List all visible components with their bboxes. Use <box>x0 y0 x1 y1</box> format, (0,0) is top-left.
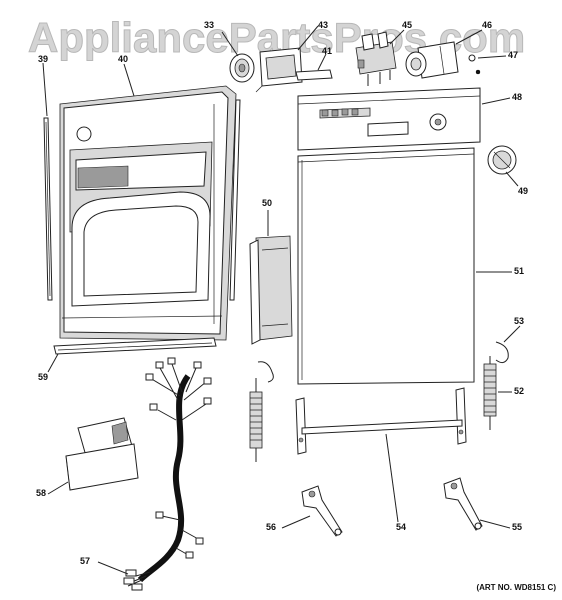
callout-47: 47 <box>508 50 519 60</box>
callout-59: 59 <box>38 372 49 382</box>
leader-49 <box>505 171 519 187</box>
part-54-hinge-bar[interactable] <box>295 387 467 455</box>
part-40-side-strip-right[interactable] <box>229 99 241 301</box>
callout-41: 41 <box>322 46 333 56</box>
callout-56: 56 <box>266 522 277 532</box>
leader-57 <box>97 561 129 575</box>
callout-53: 53 <box>514 316 525 326</box>
callout-57: 57 <box>80 556 91 566</box>
part-50-insulation-block[interactable] <box>249 235 293 345</box>
callout-43: 43 <box>318 20 329 30</box>
callout-46: 46 <box>482 20 493 30</box>
part-52-door-spring-left[interactable] <box>249 378 263 462</box>
part-55-hinge-right[interactable] <box>443 477 483 531</box>
callout-48: 48 <box>512 92 523 102</box>
part-40-inner-door-panel[interactable] <box>59 85 237 341</box>
part-56-hinge-left[interactable] <box>301 485 343 537</box>
callout-54: 54 <box>396 522 407 532</box>
art-number: (ART NO. WD8151 C) <box>476 583 556 592</box>
leader-40 <box>123 63 135 97</box>
part-53-hook[interactable] <box>495 341 509 364</box>
part-46-timer[interactable] <box>405 41 459 79</box>
part-48-control-panel[interactable] <box>297 87 481 151</box>
leader-41 <box>317 53 327 71</box>
part-43-switch-bracket[interactable] <box>255 47 303 93</box>
leader-53 <box>503 325 521 343</box>
part-57-wire-harness[interactable] <box>123 357 212 591</box>
part-51-outer-door-panel[interactable] <box>297 147 475 385</box>
part-hook-left[interactable] <box>257 361 274 383</box>
leader-43 <box>297 25 319 51</box>
leader-54 <box>385 433 399 523</box>
callout-39: 39 <box>38 54 49 64</box>
part-58-control-module[interactable] <box>65 417 139 491</box>
leader-55 <box>479 519 511 529</box>
part-45-switch-block[interactable] <box>355 31 397 86</box>
callout-58: 58 <box>36 488 47 498</box>
callout-50: 50 <box>262 198 273 208</box>
leader-39 <box>42 62 48 117</box>
leader-59 <box>47 353 59 373</box>
part-39-side-strip[interactable] <box>43 117 53 301</box>
part-47-screw[interactable] <box>468 54 481 75</box>
leader-48 <box>481 97 511 105</box>
callout-49: 49 <box>518 186 529 196</box>
leader-56 <box>281 515 311 529</box>
leader-47 <box>477 55 507 59</box>
leader-45 <box>389 29 405 45</box>
leader-58 <box>47 481 69 495</box>
callout-33: 33 <box>204 20 215 30</box>
callout-52: 52 <box>514 386 525 396</box>
callout-51: 51 <box>514 266 525 276</box>
part-52-door-spring-right[interactable] <box>483 356 497 430</box>
part-49-control-knob[interactable] <box>487 145 517 175</box>
part-33-dial-ring[interactable] <box>229 53 255 83</box>
part-59-bottom-seal[interactable] <box>53 337 217 355</box>
leader-33 <box>221 31 239 57</box>
callout-40: 40 <box>118 54 129 64</box>
callout-45: 45 <box>402 20 413 30</box>
leader-46 <box>455 29 483 45</box>
part-41-bar[interactable] <box>295 69 333 81</box>
callout-55: 55 <box>512 522 523 532</box>
